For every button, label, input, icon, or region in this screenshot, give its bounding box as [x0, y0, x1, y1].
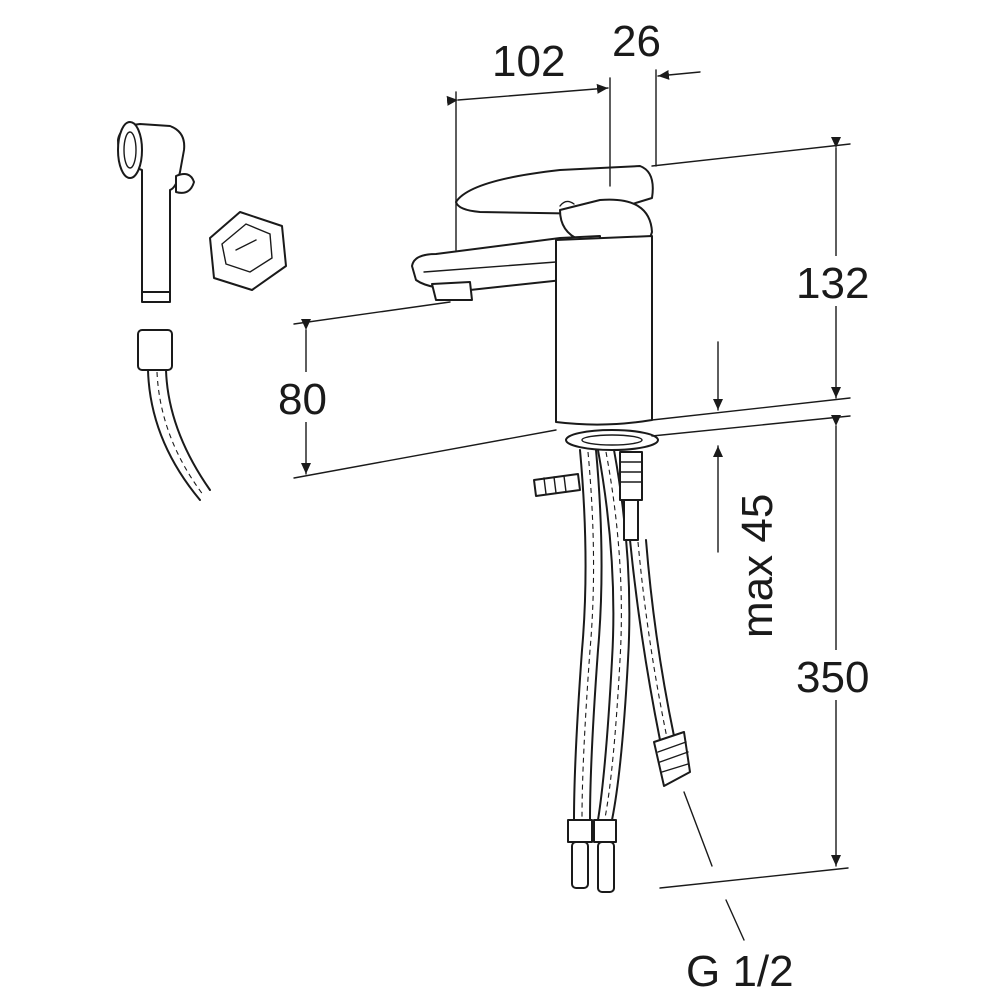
shower-supply-hose: [619, 451, 691, 787]
dimension-spout-height: 80: [274, 301, 557, 479]
supply-hoses: [567, 449, 631, 893]
faucet-handle: [455, 165, 654, 243]
dim-label-350: 350: [796, 653, 869, 702]
dimension-body-height: 132: [651, 137, 882, 421]
mounting-base: [565, 429, 659, 451]
dim-label-max-45: max 45: [733, 494, 782, 638]
dimension-handle-offset: 26: [612, 17, 701, 167]
pop-up-rod: [533, 473, 581, 497]
dimension-deck-thickness: max 45: [651, 341, 851, 638]
dim-label-26: 26: [612, 17, 661, 66]
thread-callout: G 1/2: [683, 791, 794, 996]
dim-label-80: 80: [278, 375, 327, 424]
dimension-hose-length: 350: [659, 415, 884, 889]
faucet-column: [555, 235, 653, 426]
dim-label-g-half: G 1/2: [686, 947, 794, 996]
dimension-handle-reach: 102: [446, 37, 611, 251]
dim-label-132: 132: [796, 259, 869, 308]
shower-hose: [137, 329, 211, 501]
hand-shower-head: [117, 121, 195, 303]
dim-label-102: 102: [492, 37, 565, 86]
wall-bracket: [209, 211, 287, 291]
